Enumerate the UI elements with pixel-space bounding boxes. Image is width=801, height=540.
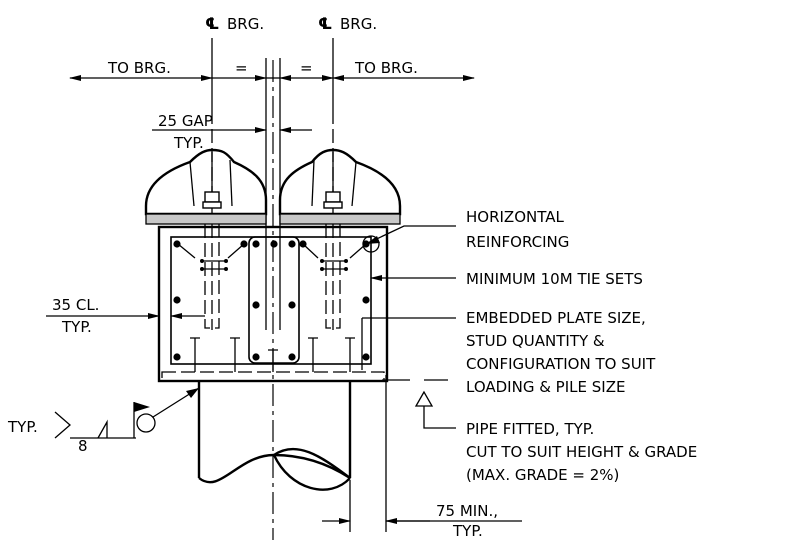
dim-to-brg-left: TO BRG.	[107, 59, 171, 77]
centerline-label-left: BRG.	[227, 15, 264, 33]
embedded-plate	[161, 371, 385, 382]
note-horizontal-line1: HORIZONTAL	[466, 208, 564, 226]
rebar-dots	[173, 240, 370, 361]
leader-pipe-fitted	[423, 406, 456, 429]
anchor-nut-right	[323, 191, 343, 209]
dim-equal-right: =	[300, 59, 313, 77]
girder-end-left	[144, 148, 268, 216]
dim-equal-left: =	[235, 59, 248, 77]
grade-triangle	[414, 390, 434, 407]
weld-typ-label: TYP.	[7, 418, 38, 436]
dim-to-brg-right: TO BRG.	[354, 59, 418, 77]
note-pipe-line2: CUT TO SUIT HEIGHT & GRADE	[466, 443, 697, 461]
note-tie-sets: MINIMUM 10M TIE SETS	[466, 270, 643, 288]
leader-horizontal-reinforcing	[365, 225, 456, 245]
note-embedded-line4: LOADING & PILE SIZE	[466, 378, 625, 396]
gap-typ-label: TYP.	[173, 134, 204, 152]
top-dimension-line	[69, 58, 475, 330]
anchor-sleeve-right	[325, 224, 341, 329]
weld-symbol	[54, 387, 200, 439]
centerline-label-right: BRG.	[340, 15, 377, 33]
note-pipe-line1: PIPE FITTED, TYP.	[466, 420, 594, 438]
min-typ-label: TYP.	[452, 522, 483, 540]
note-embedded-line3: CONFIGURATION TO SUIT	[466, 355, 656, 373]
tie-marks-right	[320, 259, 348, 271]
gap-dimension-label: 25 GAP	[158, 112, 213, 130]
clear-dimension-label: 35 CL.	[52, 296, 99, 314]
tie-marks-left	[200, 259, 228, 271]
centerline-symbol-left: ℄	[205, 14, 219, 33]
bearing-pad-left	[145, 213, 267, 225]
pipe-pile	[197, 381, 352, 491]
embedded-plate-studs	[190, 337, 355, 372]
anchor-nut-left	[202, 191, 222, 209]
center-tie	[248, 236, 300, 364]
girder-end-right	[278, 148, 402, 216]
min-dimension-label: 75 MIN.,	[436, 502, 498, 520]
note-embedded-line2: STUD QUANTITY &	[466, 332, 605, 350]
note-horizontal-line2: REINFORCING	[466, 233, 569, 251]
weld-size-label: 8	[78, 437, 88, 455]
clear-typ-label: TYP.	[61, 318, 92, 336]
note-embedded-line1: EMBEDDED PLATE SIZE,	[466, 309, 646, 327]
note-pipe-line3: (MAX. GRADE = 2%)	[466, 466, 619, 484]
centerline-symbol-right: ℄	[318, 14, 332, 33]
arrowhead-horizontal-reinforcing	[366, 236, 380, 244]
bearing-pad-right	[279, 213, 401, 225]
reinforcing-cage	[170, 236, 372, 365]
horizontal-reinforcing-callout-circle	[362, 235, 380, 253]
anchor-sleeve-left	[204, 224, 220, 329]
